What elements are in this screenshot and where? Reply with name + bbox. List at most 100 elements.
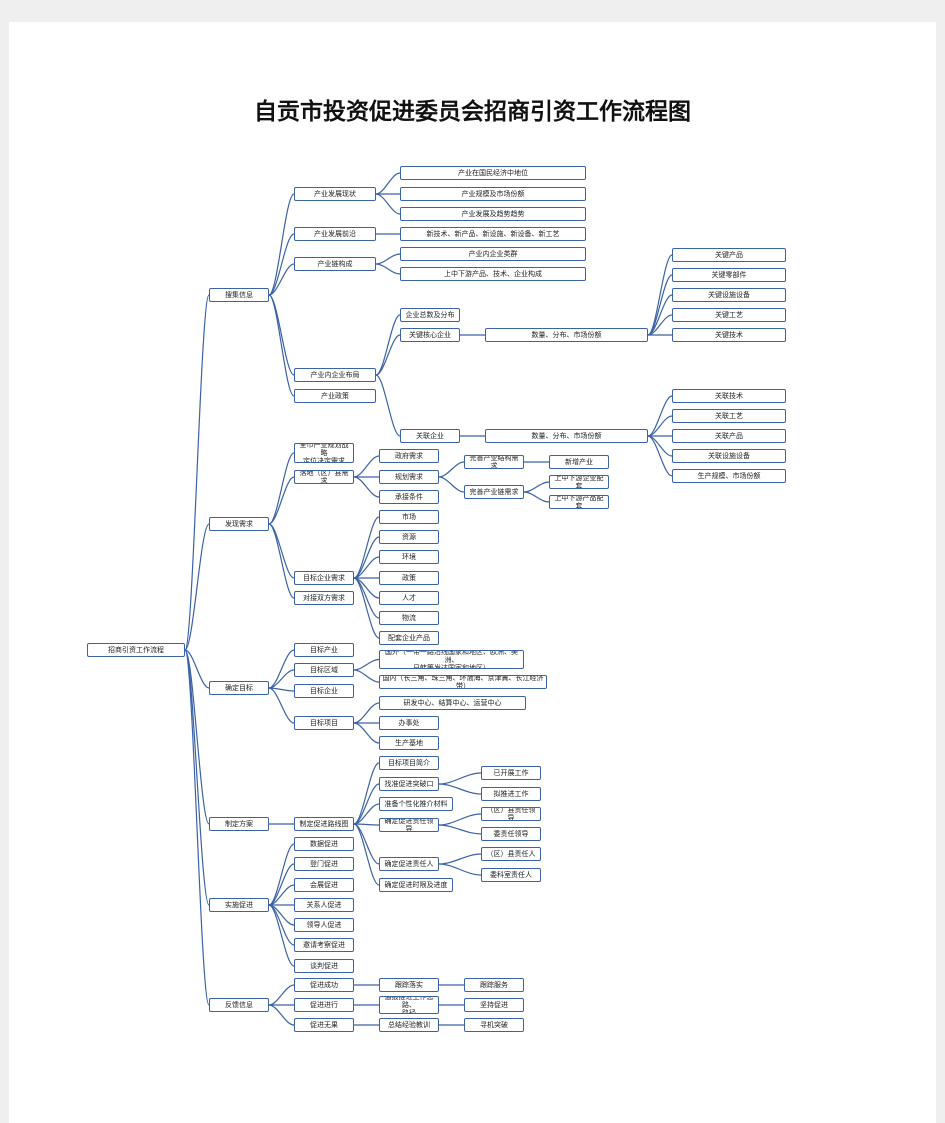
node-r1: 关联技术 [672,389,786,403]
node-b3c: 环境 [379,550,439,564]
node-c3: 确定目标 [209,681,269,695]
node-a1: 产业发展现状 [294,187,376,201]
edge-a4c1-r5 [647,435,673,477]
edge-root-c5 [184,649,210,906]
node-b2b1a: 新增产业 [549,455,609,469]
node-a3: 产业链构成 [294,257,376,271]
node-f7: 谈判促进 [294,959,354,973]
node-a3b: 上中下游产品、技术、企业构成 [400,267,586,281]
node-b3e: 人才 [379,591,439,605]
node-a4b1: 数量、分布、市场份额 [485,328,648,342]
node-a1c: 产业发展及趋势趋势 [400,207,586,221]
node-b3: 目标企业需求 [294,571,354,585]
edge-c1-a4 [268,294,295,376]
node-d2b: 国内（长三角、珠三角、环渤海、京津冀、长江经济带） [379,675,547,689]
edge-e1b-e1b2 [438,783,482,795]
node-r2: 关联工艺 [672,409,786,423]
node-g3b: 寻机突破 [464,1018,524,1032]
node-g3a: 总结经验教训 [379,1018,439,1032]
edge-c2-b2 [268,476,295,525]
node-g2: 促进进行 [294,998,354,1012]
node-a4: 产业内企业布局 [294,368,376,382]
node-a1a: 产业在国民经济中地位 [400,166,586,180]
node-root: 招商引资工作流程 [87,643,185,657]
edge-a4-a4c [375,374,401,437]
edge-e1-e1d [353,823,380,826]
page-title: 自贡市投资促进委员会招商引资工作流程图 [254,99,691,125]
node-f3: 会展促进 [294,878,354,892]
node-k5: 关键技术 [672,328,786,342]
edge-e1d-e1d1 [438,813,482,826]
node-g1b: 跟踪服务 [464,978,524,992]
edge-b2b-b2b2 [438,476,465,493]
edge-a1-a1c [375,193,401,215]
edge-e1e-e1e1 [438,853,482,865]
edge-root-c6 [184,649,210,1006]
node-c6: 反馈信息 [209,998,269,1012]
node-d4a: 研发中心、结算中心、运营中心 [379,696,526,710]
node-e1b: 找准促进突破口 [379,777,439,791]
node-k4: 关键工艺 [672,308,786,322]
edge-c1-a3 [268,263,295,296]
edge-a4-a4b [375,334,401,376]
node-d3: 目标企业 [294,684,354,698]
node-d2: 目标区域 [294,663,354,677]
node-c1: 搜集信息 [209,288,269,302]
edge-a1-a1a [375,172,401,195]
node-a3a: 产业内企业类群 [400,247,586,261]
node-b2b2b: 上中下游产品配套 [549,495,609,509]
node-a4b: 关键核心企业 [400,328,460,342]
node-e1e2: 委科室责任人 [481,868,541,882]
edge-e1-e1e [353,823,380,865]
node-e1d2: 委责任领导 [481,827,541,841]
edge-d2-d2b [353,669,380,683]
edge-d4-d4c [353,722,380,744]
node-a2a: 新技术、新产品、新设施、新设备、新工艺 [400,227,586,241]
node-a2: 产业发展前沿 [294,227,376,241]
node-e1b2: 拟推进工作 [481,787,541,801]
edge-c1-a1 [268,193,295,296]
edge-b3-b3f [353,577,380,619]
node-e1d1: （区）县责任领导 [481,807,541,821]
edge-c6-g3 [268,1004,295,1026]
edge-c2-b4 [268,523,295,599]
edge-a4-a4a [375,314,401,376]
node-e1d: 确定促进责任领导 [379,818,439,832]
edge-c3-d1 [268,649,295,689]
edge-root-c1 [184,294,210,651]
node-f6: 邀请考察促进 [294,938,354,952]
node-e1a: 目标项目简介 [379,756,439,770]
edge-b3-b3g [353,577,380,639]
node-f4: 关系人促进 [294,898,354,912]
node-k2: 关键零部件 [672,268,786,282]
edge-e1-e1b [353,783,380,825]
node-a4c: 关联企业 [400,429,460,443]
edge-a3-a3b [375,263,401,275]
node-r3: 关联产品 [672,429,786,443]
node-d4: 目标项目 [294,716,354,730]
node-b3d: 政策 [379,571,439,585]
node-b2b1: 完善产业结构需求 [464,455,524,469]
node-c5: 实施促进 [209,898,269,912]
edge-e1b-e1b1 [438,772,482,785]
edge-c2-b1 [268,452,295,525]
node-e1e1: （区）县责任人 [481,847,541,861]
node-a1b: 产业规模及市场份额 [400,187,586,201]
node-k3: 关键设施设备 [672,288,786,302]
node-d4c: 生产基地 [379,736,439,750]
node-b4: 对接双方需求 [294,591,354,605]
node-b2a: 政府需求 [379,449,439,463]
node-r4: 关联设施设备 [672,449,786,463]
node-b2b2: 完善产业链需求 [464,485,524,499]
edge-c1-a5 [268,294,295,397]
node-a4c1: 数量、分布、市场份额 [485,429,648,443]
node-a4a: 企业总数及分布 [400,308,460,322]
node-g2b: 坚持促进 [464,998,524,1012]
edge-e1-e1f [353,823,380,886]
node-r5: 生产规模、市场份额 [672,469,786,483]
node-d2a: 国外（一带一路沿线国家和地区、欧洲、美洲、 日韩等发达国家和地区） [379,650,524,669]
node-f1: 数据促进 [294,837,354,851]
node-b3a: 市场 [379,510,439,524]
node-k1: 关键产品 [672,248,786,262]
